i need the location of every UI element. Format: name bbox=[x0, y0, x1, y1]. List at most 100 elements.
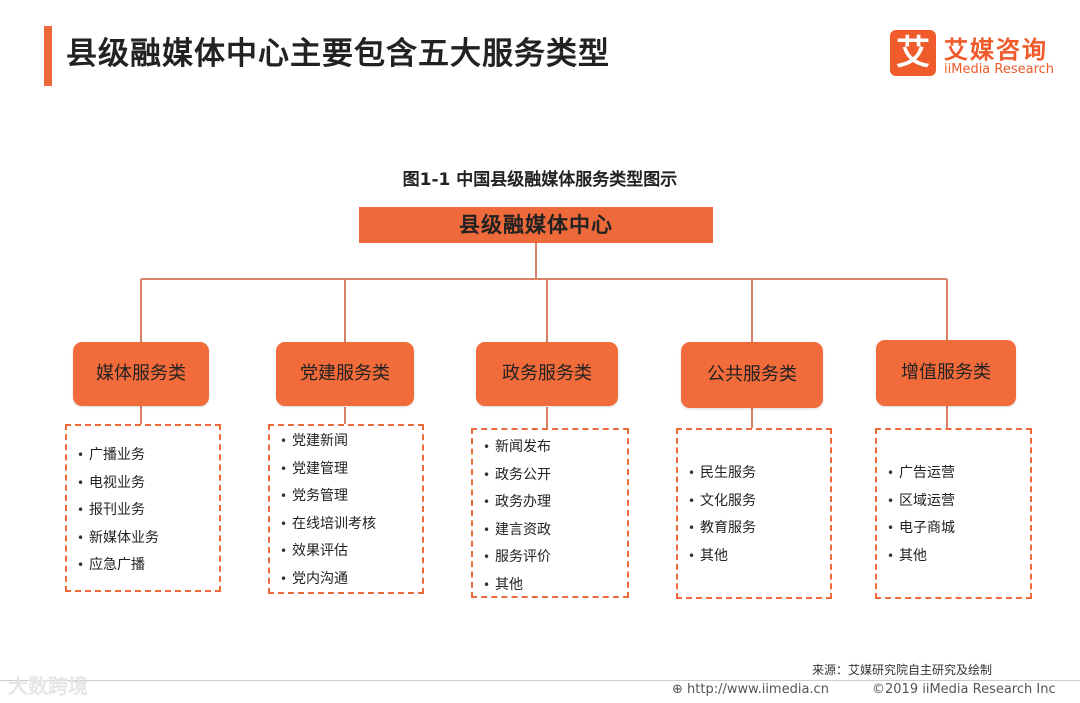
list-item-label: 其他 bbox=[899, 547, 927, 564]
bullet-icon: • bbox=[483, 577, 491, 592]
bullet-icon: • bbox=[77, 530, 85, 545]
list-item: • 文化服务 bbox=[688, 488, 830, 516]
bullet-icon: • bbox=[280, 489, 288, 503]
source-note: 来源：艾媒研究院自主研究及绘制 bbox=[812, 663, 993, 677]
list-item: • 其他 bbox=[688, 543, 830, 571]
list-item-label: 政务公开 bbox=[495, 466, 551, 483]
footer-copyright: ©2019 iiMedia Research Inc bbox=[872, 682, 1056, 697]
items-box-media: • 广播业务 • 电视业务 • 报刊业务 • 新媒体业务 • 应急广播 bbox=[65, 424, 221, 592]
list-item-label: 党务管理 bbox=[292, 488, 348, 504]
list-item: • 电视业务 bbox=[77, 470, 219, 498]
category-media: 媒体服务类 bbox=[73, 342, 209, 406]
bullet-icon: • bbox=[483, 440, 491, 454]
list-item: • 广告运营 bbox=[887, 460, 1030, 488]
items-box-public: • 民生服务 • 文化服务 • 教育服务 • 其他 bbox=[676, 428, 832, 599]
list-item: • 在线培训考核 bbox=[280, 511, 422, 539]
list-item-label: 其他 bbox=[700, 547, 728, 564]
list-item: • 新闻发布 bbox=[483, 434, 627, 462]
list-item: • 应急广播 bbox=[77, 552, 219, 580]
logo-english-name: iiMedia Research bbox=[944, 62, 1055, 77]
list-item: • 政务公开 bbox=[483, 462, 627, 490]
globe-icon: ⊕ bbox=[672, 682, 683, 697]
list-item: • 区域运营 bbox=[887, 488, 1030, 516]
list-item: • 党务管理 bbox=[280, 483, 422, 511]
items-box-party: • 党建新闻 •党建管理 • 党务管理 • 在线培训考核 • 效果评估 • 党内沟通 bbox=[268, 424, 424, 594]
bullet-icon: • bbox=[77, 558, 85, 572]
list-item-label: 电视业务 bbox=[89, 474, 145, 491]
list-item: • 民生服务 bbox=[688, 460, 830, 488]
list-item-label: 其他 bbox=[495, 576, 523, 593]
category-public: 公共服务类 bbox=[681, 342, 823, 408]
bullet-icon: • bbox=[280, 544, 288, 558]
bullet-icon: • bbox=[688, 493, 696, 508]
bullet-icon: • bbox=[483, 467, 491, 482]
page-title: 县级融媒体中心主要包含五大服务类型 bbox=[66, 36, 610, 72]
list-item: • 服务评价 bbox=[483, 544, 627, 572]
category-government: 政务服务类 bbox=[476, 342, 618, 406]
list-item-label: 区域运营 bbox=[899, 492, 955, 509]
category-value-added: 增值服务类 bbox=[876, 340, 1016, 406]
bullet-icon: • bbox=[483, 550, 491, 564]
list-item: • 建言资政 bbox=[483, 517, 627, 545]
list-item: • 广播业务 bbox=[77, 442, 219, 470]
bullet-icon: • bbox=[280, 571, 288, 586]
list-item: • 电子商城 bbox=[887, 515, 1030, 543]
bullet-icon: • bbox=[887, 466, 895, 480]
list-item: • 新媒体业务 bbox=[77, 525, 219, 553]
items-box-government: • 新闻发布 • 政务公开 • 政务办理 • 建言资政 • 服务评价 • 其他 bbox=[471, 428, 629, 598]
bullet-icon: • bbox=[77, 448, 85, 462]
list-item: •党建管理 bbox=[280, 456, 422, 484]
list-item: • 教育服务 bbox=[688, 515, 830, 543]
list-item-label: 教育服务 bbox=[700, 520, 756, 536]
items-box-value-added: • 广告运营 • 区域运营 • 电子商城 • 其他 bbox=[875, 428, 1032, 599]
list-item-label: 建言资政 bbox=[495, 521, 551, 538]
bullet-icon: • bbox=[280, 516, 288, 531]
list-item-label: 新闻发布 bbox=[495, 439, 551, 455]
footer-divider bbox=[0, 680, 1080, 681]
bullet-icon: • bbox=[887, 521, 895, 535]
bullet-icon: • bbox=[77, 503, 85, 517]
logo-chinese-name: 艾媒咨询 bbox=[944, 36, 1048, 64]
list-item-label: 党内沟通 bbox=[292, 570, 348, 587]
list-item-label: 电子商城 bbox=[899, 520, 955, 536]
watermark: 大数跨境 bbox=[8, 674, 88, 698]
list-item: • 政务办理 bbox=[483, 489, 627, 517]
list-item-label: 党建新闻 bbox=[292, 433, 348, 449]
bullet-icon: • bbox=[483, 522, 491, 537]
footer-url-link[interactable]: ⊕ http://www.iimedia.cn bbox=[672, 682, 829, 697]
bullet-icon: • bbox=[887, 548, 895, 563]
list-item-label: 应急广播 bbox=[89, 557, 145, 573]
list-item: • 党内沟通 bbox=[280, 566, 422, 594]
bullet-icon: • bbox=[688, 466, 696, 480]
title-accent-bar bbox=[44, 26, 52, 86]
bullet-icon: • bbox=[688, 548, 696, 563]
bullet-icon: • bbox=[77, 475, 85, 490]
bullet-icon: • bbox=[887, 493, 895, 508]
list-item-label: 报刊业务 bbox=[89, 502, 145, 518]
list-item: • 其他 bbox=[483, 572, 627, 600]
list-item: • 效果评估 bbox=[280, 538, 422, 566]
bullet-icon: • bbox=[688, 521, 696, 535]
root-node: 县级融媒体中心 bbox=[359, 207, 713, 243]
logo-mark-icon: 艾 bbox=[890, 30, 936, 76]
bullet-icon: • bbox=[280, 461, 288, 476]
list-item: • 党建新闻 bbox=[280, 428, 422, 456]
list-item-label: 新媒体业务 bbox=[89, 529, 159, 546]
list-item-label: 政务办理 bbox=[495, 494, 551, 510]
list-item: • 报刊业务 bbox=[77, 497, 219, 525]
bullet-icon: • bbox=[483, 495, 491, 509]
list-item-label: 民生服务 bbox=[700, 465, 756, 481]
footer-url-text: http://www.iimedia.cn bbox=[687, 682, 829, 697]
list-item-label: 效果评估 bbox=[292, 543, 348, 559]
brand-logo: 艾 艾媒咨询 iiMedia Research bbox=[890, 30, 1070, 82]
list-item: • 其他 bbox=[887, 543, 1030, 571]
bullet-icon: • bbox=[280, 434, 288, 448]
list-item-label: 广播业务 bbox=[89, 447, 145, 463]
list-item-label: 在线培训考核 bbox=[292, 515, 376, 532]
category-party: 党建服务类 bbox=[276, 342, 414, 406]
list-item-label: 文化服务 bbox=[700, 492, 756, 509]
diagram-title: 图1-1 中国县级融媒体服务类型图示 bbox=[402, 170, 678, 190]
list-item-label: 服务评价 bbox=[495, 549, 551, 565]
list-item-label: 广告运营 bbox=[899, 465, 955, 481]
